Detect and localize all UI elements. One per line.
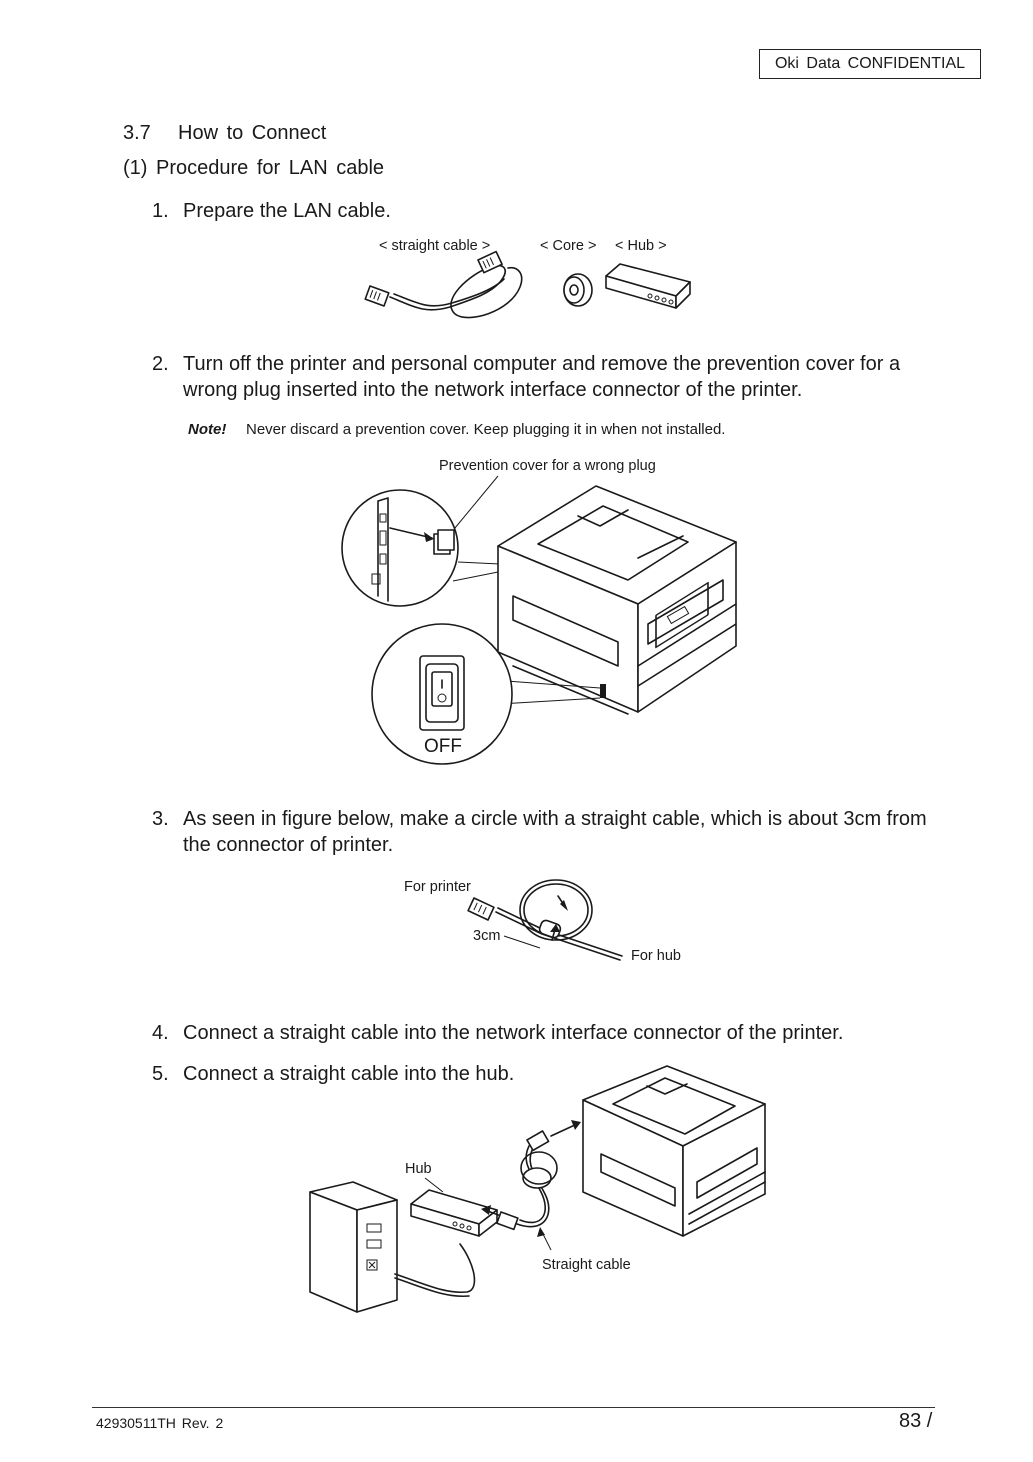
step-text: Turn off the printer and personal comput… xyxy=(183,353,901,401)
label-straight-cable: < straight cable > xyxy=(379,238,491,254)
label-core: < Core > xyxy=(540,238,597,254)
step-2: 2. Turn off the printer and personal com… xyxy=(152,351,952,407)
label-off: OFF xyxy=(424,736,462,757)
document-id: 42930511TH Rev. 2 xyxy=(96,1415,224,1431)
lan-cable-illustration xyxy=(364,250,691,319)
footer-divider xyxy=(92,1407,935,1408)
step-text: Connect a straight cable into the hub. xyxy=(183,1063,515,1085)
note-label: Note! xyxy=(188,421,227,438)
printer-power-off-illustration xyxy=(341,475,737,765)
step-number: 5. xyxy=(152,1063,169,1085)
network-connection-illustration xyxy=(309,1065,766,1313)
step-number: 1. xyxy=(152,200,169,222)
procedure-heading: (1) Procedure for LAN cable xyxy=(123,157,385,179)
step-1: 1. Prepare the LAN cable. xyxy=(152,198,952,226)
step-number: 4. xyxy=(152,1022,169,1044)
section-number: 3.7 xyxy=(123,122,151,144)
section-title: How to Connect xyxy=(178,122,327,144)
step-text: Connect a straight cable into the networ… xyxy=(183,1022,844,1044)
label-for-printer: For printer xyxy=(404,879,471,895)
step-text: As seen in figure below, make a circle w… xyxy=(183,808,927,856)
label-hub-connection: Hub xyxy=(405,1161,432,1177)
step-4: 4. Connect a straight cable into the net… xyxy=(152,1020,952,1048)
label-prevention-cover: Prevention cover for a wrong plug xyxy=(439,458,656,474)
step-3: 3. As seen in figure below, make a circl… xyxy=(152,806,952,862)
step-number: 3. xyxy=(152,808,169,830)
step-text: Prepare the LAN cable. xyxy=(183,200,391,222)
label-for-hub: For hub xyxy=(631,948,681,964)
note-text: Never discard a prevention cover. Keep p… xyxy=(246,421,726,438)
page-number: 83 / xyxy=(899,1410,933,1432)
label-hub: < Hub > xyxy=(615,238,667,254)
label-straight-cable-connection: Straight cable xyxy=(542,1257,631,1273)
confidential-label: Oki Data CONFIDENTIAL xyxy=(759,49,981,79)
step-number: 2. xyxy=(152,353,169,375)
label-3cm: 3cm xyxy=(473,928,501,944)
cable-loop-illustration xyxy=(467,879,623,961)
step-5: 5. Connect a straight cable into the hub… xyxy=(152,1061,952,1089)
